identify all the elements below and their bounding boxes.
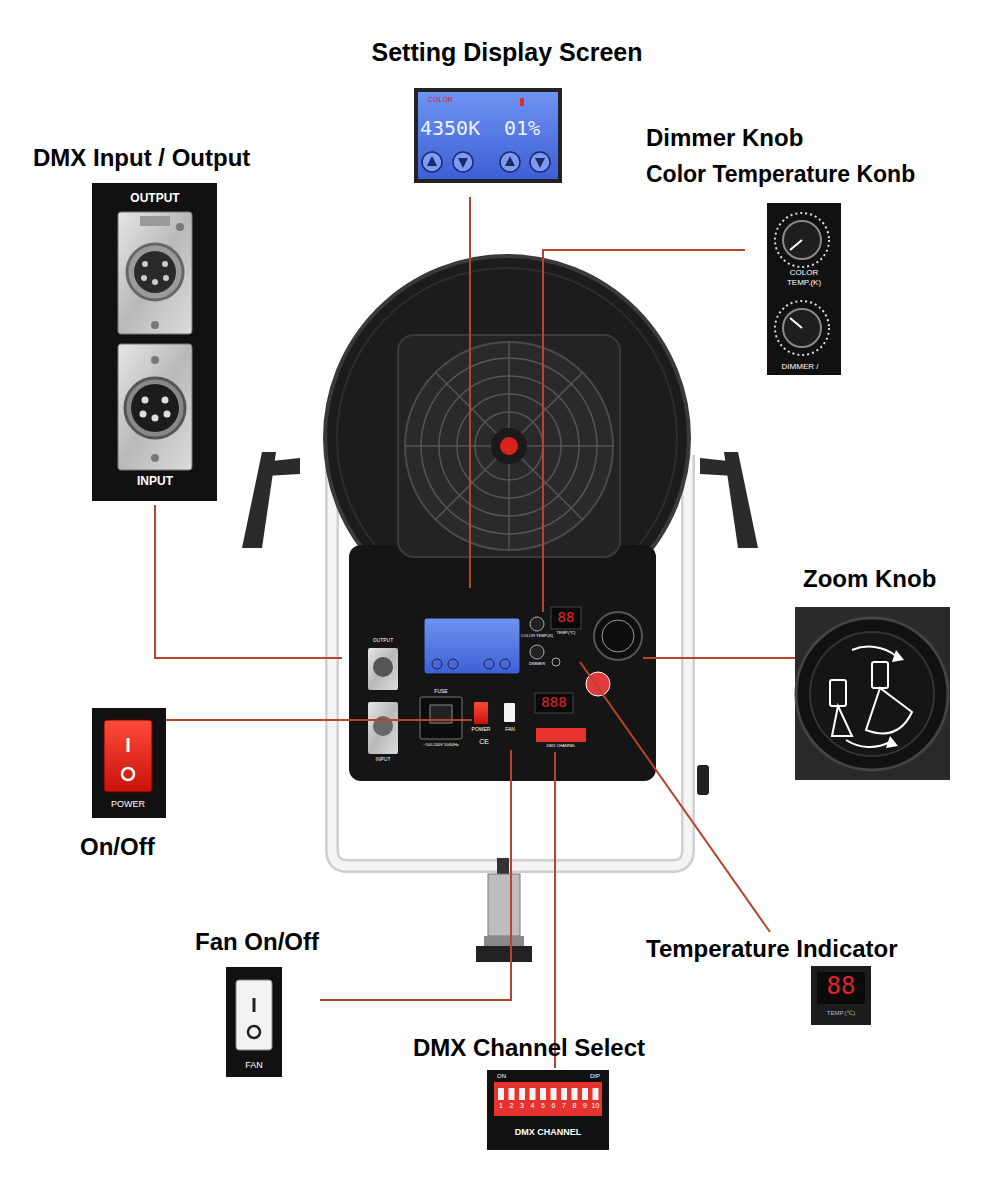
panel-label: COLOR TEMP.(K) (521, 634, 553, 639)
knob-label: DIMMER / (782, 362, 819, 371)
dmx-inset (92, 183, 217, 501)
callout-title: Color Temperature Konb (646, 161, 915, 187)
segment-display: 888 (541, 694, 566, 710)
switch-label: FAN (245, 1060, 263, 1070)
panel-label: DMX CHANNEL (546, 744, 575, 749)
callout-title: DMX Channel Select (413, 1034, 645, 1062)
port-label: INPUT (376, 757, 391, 763)
callout-title: Zoom Knob (803, 565, 936, 593)
switch-label: POWER (111, 799, 145, 809)
knob-label: TEMP.(K) (787, 278, 821, 287)
panel-label: FAN (505, 727, 515, 733)
lamp-housing (325, 256, 689, 781)
panel-label: CE (479, 738, 489, 746)
dip-number: 2 (510, 1102, 514, 1110)
dip-number: 3 (520, 1102, 524, 1110)
panel-label: DIMMER (529, 662, 545, 667)
panel-label: TEMP.(℃) (557, 631, 576, 636)
temperature-inset (811, 966, 871, 1025)
knob-label: COLOR (790, 268, 818, 277)
lcd-value: 01% (504, 117, 540, 140)
callout-title: Setting Display Screen (372, 38, 643, 67)
fan-switch-inset (226, 967, 282, 1077)
lcd-value: 4350K (420, 117, 480, 140)
dip-label: DMX CHANNEL (515, 1127, 582, 1137)
dip-number: 8 (573, 1102, 577, 1110)
callout-title: Dimmer Knob (646, 124, 803, 152)
dip-number: 9 (583, 1102, 587, 1110)
dip-label: DIP (590, 1073, 600, 1080)
port-label: OUTPUT (130, 192, 179, 206)
port-label: OUTPUT (373, 638, 394, 644)
zoom-inset (795, 607, 950, 780)
callout-title: Temperature Indicator (646, 935, 898, 963)
display-inset (414, 88, 562, 183)
segment-display: 88 (558, 609, 575, 625)
segment-display: 88 (827, 973, 856, 1001)
callout-title: On/Off (80, 833, 155, 861)
display-label: TEMP.(℃) (827, 1010, 855, 1017)
callout-title: DMX Input / Output (33, 144, 250, 172)
knob-inset (767, 203, 841, 375)
power-inset (92, 708, 166, 818)
dip-number: 10 (592, 1102, 600, 1110)
dip-number: 1 (499, 1102, 503, 1110)
panel-label: ~100-240V 50/60Hz (423, 743, 459, 748)
dip-label: ON (497, 1073, 506, 1080)
panel-label: FUSE (434, 689, 447, 695)
panel-label: POWER (472, 727, 491, 733)
lcd-text: COLOR (428, 96, 453, 104)
dip-switch-inset (487, 1070, 609, 1150)
dip-number: 5 (541, 1102, 545, 1110)
control-panel (368, 607, 642, 754)
dip-number: 7 (562, 1102, 566, 1110)
callout-title: Fan On/Off (195, 928, 319, 956)
dip-number: 6 (552, 1102, 556, 1110)
port-label: INPUT (137, 475, 173, 489)
dip-number: 4 (531, 1102, 535, 1110)
